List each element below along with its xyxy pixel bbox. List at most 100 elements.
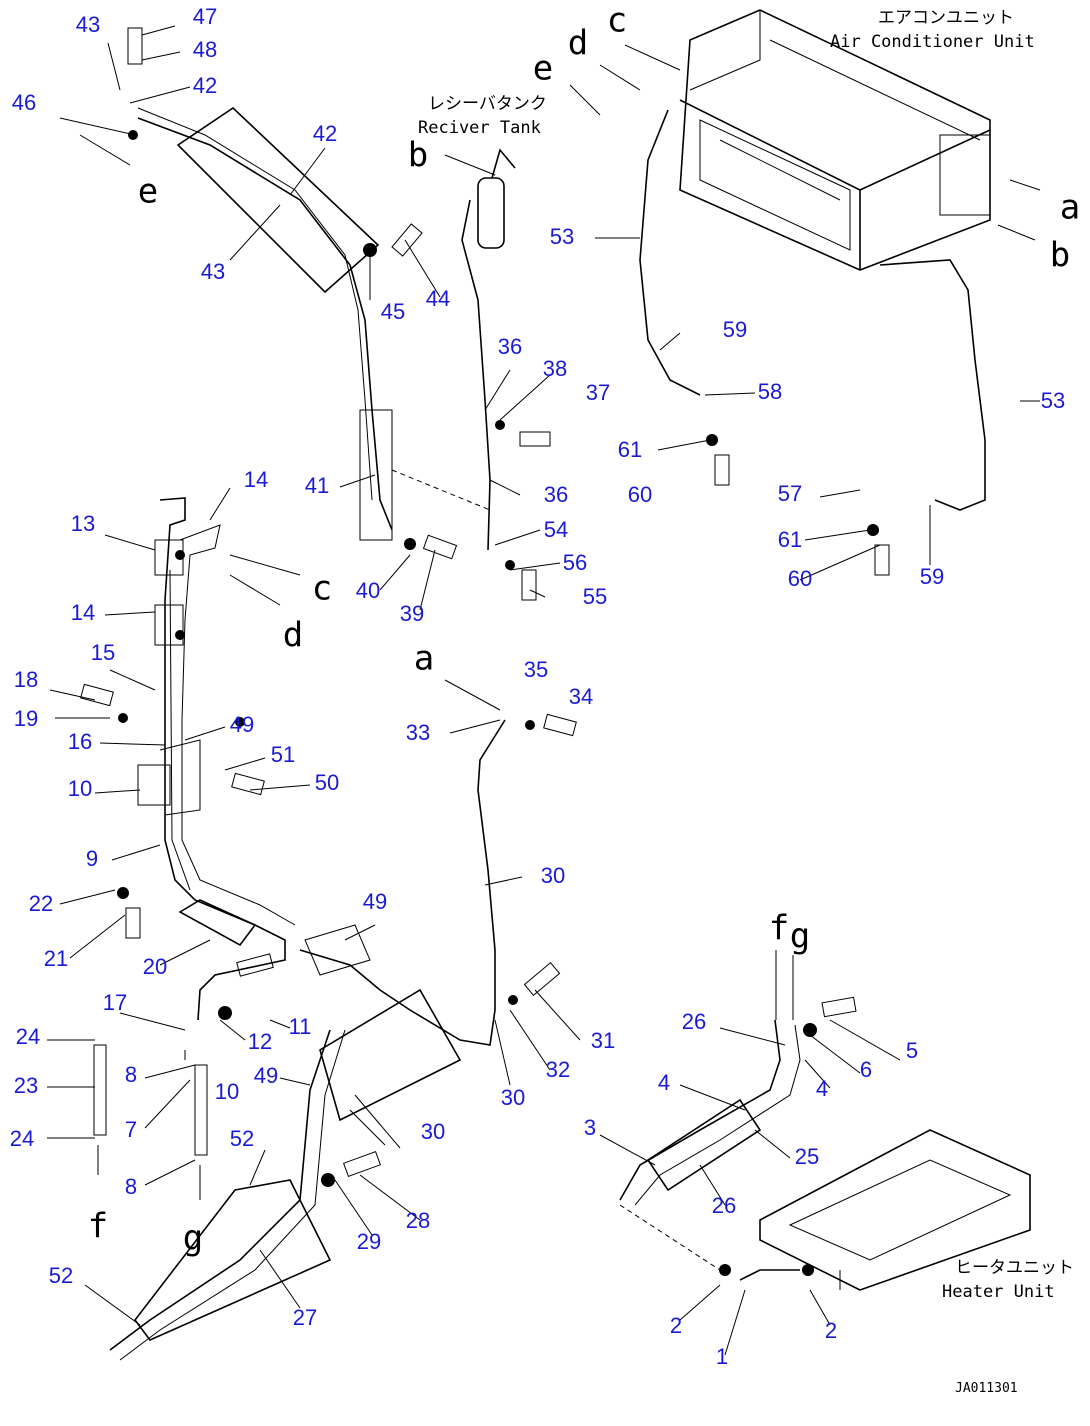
heater-caption-en: Heater Unit — [942, 1282, 1055, 1302]
callout-p26b: 26 — [712, 1193, 736, 1218]
callout-p53a: 53 — [550, 224, 574, 249]
callout-p41: 41 — [305, 473, 329, 498]
callout-p46: 46 — [12, 90, 36, 115]
callout-p39: 39 — [400, 601, 424, 626]
callout-p61b: 61 — [778, 527, 802, 552]
callout-p35: 35 — [524, 657, 548, 682]
tank-pipe-lower — [477, 299, 491, 551]
callout-p2b: 2 — [825, 1318, 837, 1343]
callout-p52a: 52 — [230, 1126, 254, 1151]
callout-p55: 55 — [583, 584, 607, 609]
callout-p59b: 59 — [920, 564, 944, 589]
callout-p32: 32 — [546, 1057, 570, 1082]
ref-letter-rf_bottom: f — [88, 1207, 108, 1247]
heater-unit — [759, 1129, 1031, 1291]
callout-p34: 34 — [569, 684, 593, 709]
callout-p38: 38 — [543, 356, 567, 381]
heater-pipe-1 — [739, 1269, 800, 1281]
callout-p11: 11 — [289, 1014, 312, 1039]
callout-p3: 3 — [584, 1115, 596, 1140]
hose-cover-bottom — [133, 1179, 332, 1341]
callout-p40: 40 — [356, 578, 380, 603]
callout-p30a: 30 — [541, 863, 565, 888]
callout-p25: 25 — [795, 1144, 819, 1169]
hose-upper — [137, 117, 393, 531]
callout-p43b: 43 — [201, 259, 225, 284]
callout-p28: 28 — [406, 1208, 430, 1233]
callout-p30c: 30 — [501, 1085, 525, 1110]
callout-p29: 29 — [357, 1229, 381, 1254]
callout-p8b: 8 — [125, 1174, 137, 1199]
ref-letter-rd_top: d — [568, 24, 588, 64]
callout-p42b: 42 — [313, 121, 337, 146]
ref-letter-re_left: e — [138, 172, 158, 212]
callout-p37: 37 — [586, 380, 610, 405]
callout-p23: 23 — [14, 1073, 38, 1098]
callout-p33: 33 — [406, 720, 430, 745]
callout-p16: 16 — [68, 729, 92, 754]
ref-letter-rc_top: c — [607, 1, 627, 41]
callout-p21: 21 — [44, 946, 68, 971]
callout-p13: 13 — [71, 511, 95, 536]
callout-p8a: 8 — [125, 1062, 137, 1087]
callout-p7: 7 — [125, 1117, 137, 1142]
ref-letter-rb_tank: b — [408, 136, 428, 176]
ac-pipe-left — [639, 109, 701, 396]
callout-p10b: 10 — [215, 1079, 239, 1104]
callout-p22: 22 — [29, 891, 53, 916]
ref-letter-rc_mid: c — [312, 569, 332, 609]
ac-caption-en: Air Conditioner Unit — [830, 32, 1035, 52]
ac-caption-jp: エアコンユニット — [878, 8, 1014, 28]
callout-p14a: 14 — [244, 467, 268, 492]
callout-p51: 51 — [271, 742, 295, 767]
callout-p6: 6 — [860, 1057, 872, 1082]
ref-letter-rg_bottom: g — [183, 1219, 203, 1259]
air-conditioner-unit — [679, 9, 991, 271]
callout-p12: 12 — [248, 1029, 272, 1054]
callout-p49a: 49 — [230, 712, 254, 737]
heater-cover — [646, 1098, 762, 1192]
callout-p27: 27 — [293, 1305, 317, 1330]
callout-p15: 15 — [91, 640, 115, 665]
ref-letter-rg_heater: g — [790, 917, 810, 957]
tank-caption-en: Reciver Tank — [418, 118, 541, 138]
callout-p36b: 36 — [544, 482, 568, 507]
callout-p4a: 4 — [816, 1076, 828, 1101]
callout-p9: 9 — [86, 846, 98, 871]
callout-p60a: 60 — [628, 482, 652, 507]
callout-p53b: 53 — [1041, 388, 1065, 413]
callout-p48: 48 — [193, 37, 217, 62]
callout-p45: 45 — [381, 299, 405, 324]
callout-p24a: 24 — [16, 1024, 40, 1049]
callout-p60b: 60 — [788, 566, 812, 591]
callout-p18: 18 — [14, 667, 38, 692]
callout-p20: 20 — [143, 954, 167, 979]
callout-p26a: 26 — [682, 1009, 706, 1034]
heater-pipe-upper — [619, 1019, 781, 1201]
callout-p24b: 24 — [10, 1126, 34, 1151]
bracket-20 — [178, 899, 257, 947]
callout-p49c: 49 — [254, 1063, 278, 1088]
hose-cover-upper — [176, 106, 380, 294]
receiver-tank — [461, 148, 516, 301]
callout-p2a: 2 — [670, 1313, 682, 1338]
callout-p61a: 61 — [618, 437, 642, 462]
left-pipes — [159, 497, 286, 1021]
ref-letter-re_top: e — [533, 49, 553, 89]
callout-p10a: 10 — [68, 776, 92, 801]
ref-letter-rf_heater: f — [769, 909, 789, 949]
ref-letter-ra_right: a — [1060, 188, 1080, 228]
ref-letter-rb_right: b — [1050, 236, 1070, 276]
ref-letter-rd_mid: d — [283, 616, 303, 656]
ref-letter-ra_mid: a — [414, 639, 434, 679]
callout-p4b: 4 — [658, 1070, 670, 1095]
callout-p36a: 36 — [498, 334, 522, 359]
callout-p44: 44 — [426, 286, 450, 311]
callout-p31: 31 — [591, 1028, 615, 1053]
callout-p49b: 49 — [363, 889, 387, 914]
drawing-code: JA011301 — [955, 1381, 1018, 1396]
hose-lower — [299, 719, 506, 1046]
callout-p56: 56 — [563, 550, 587, 575]
